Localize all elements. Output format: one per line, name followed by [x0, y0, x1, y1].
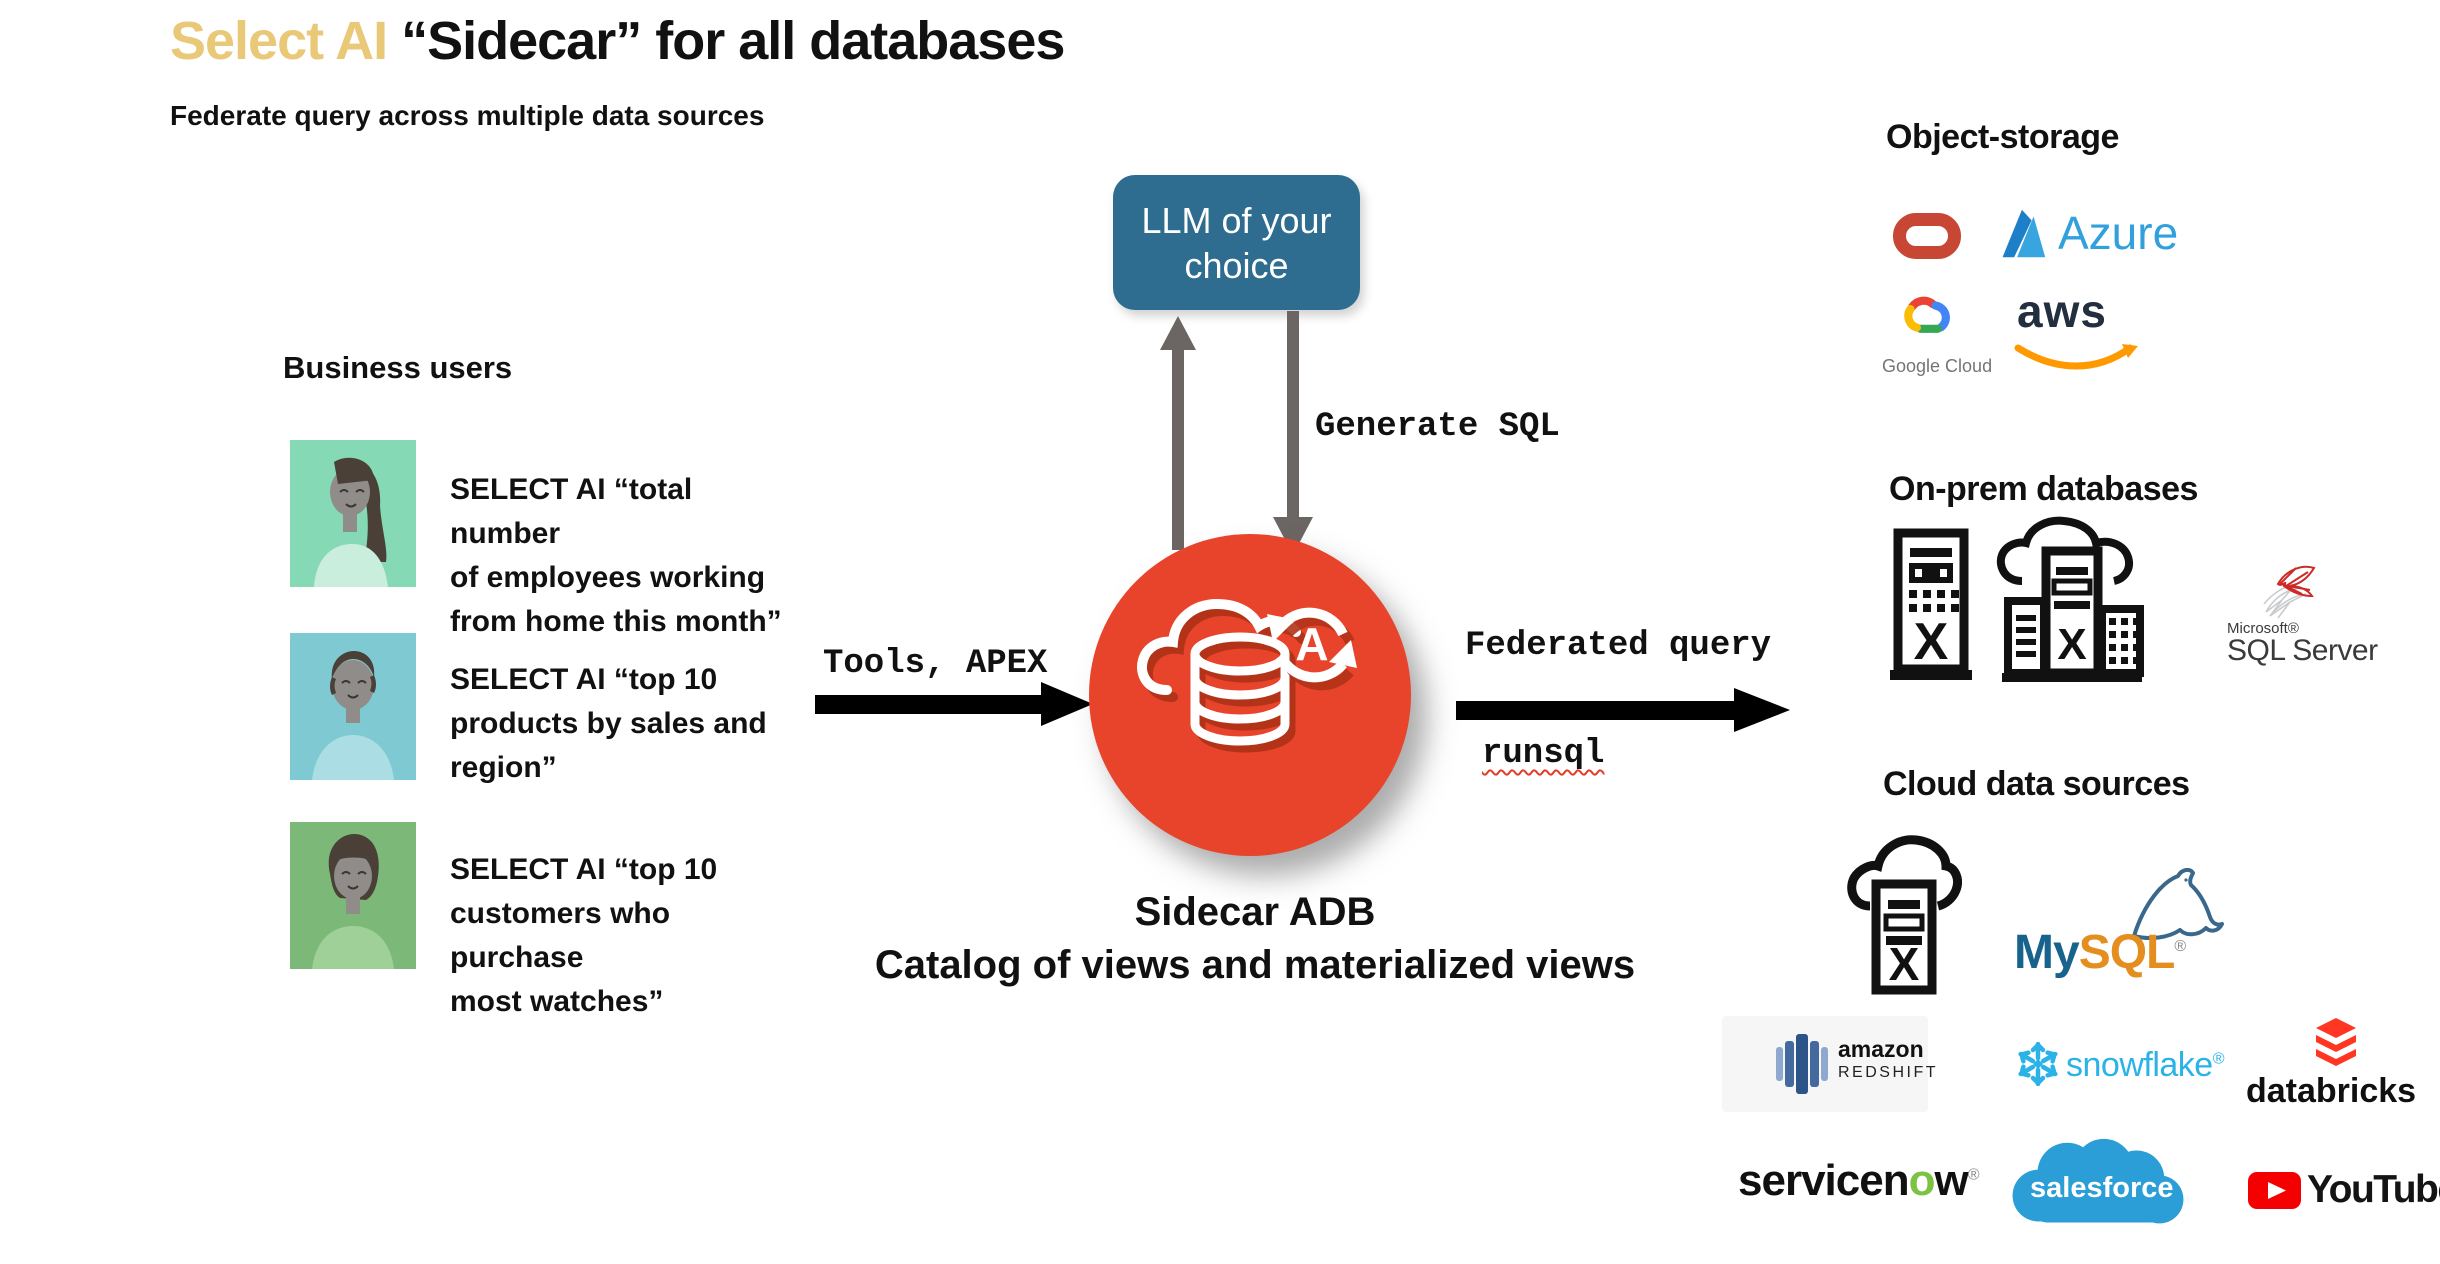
cloud-sources-heading: Cloud data sources [1883, 765, 2190, 803]
federated-query-label: Federated query [1465, 627, 1772, 665]
sql-server-label: SQL Server [2227, 634, 2378, 667]
databricks-logo-label: databricks [2246, 1072, 2417, 1110]
microsoft-label: Microsoft® [2227, 620, 2299, 637]
runsql-label: runsql [1482, 735, 1605, 773]
arrow-adb-to-sources-icon [1456, 688, 1790, 732]
object-storage-heading: Object-storage [1886, 118, 2119, 156]
mysql-logo-label: MySQL® [2014, 926, 2186, 979]
azure-logo-label: Azure [2058, 207, 2179, 259]
arrow-down-from-llm-icon [1273, 311, 1313, 555]
aws-logo-label: aws [2017, 285, 2107, 337]
snowflake-logo-icon [2018, 1042, 2058, 1086]
google-cloud-logo-icon [1904, 296, 1950, 333]
tools-apex-label: Tools, APEX [823, 645, 1048, 683]
svg-text:X: X [1889, 938, 1920, 990]
arrow-up-to-llm-icon [1160, 316, 1196, 550]
mysql-dolphin-icon [2132, 868, 2224, 940]
business-user-avatar-2 [290, 633, 416, 780]
snowflake-logo-label: snowflake® [2066, 1046, 2225, 1084]
user-query-1: SELECT AI “total number of employees wor… [450, 473, 782, 638]
business-user-avatar-3 [290, 822, 416, 969]
svg-text:X: X [1914, 613, 1949, 671]
azure-logo-icon [2002, 209, 2046, 258]
amazon-redshift-icon [1776, 1034, 1828, 1094]
youtube-play-icon [2248, 1172, 2301, 1209]
user-query-2: SELECT AI “top 10 products by sales and … [450, 663, 767, 784]
aws-smile-icon [2014, 344, 2138, 370]
title-highlight: Select AI [170, 11, 402, 71]
llm-box: LLM of your choice [1113, 175, 1360, 310]
svg-text:A: A [1295, 618, 1328, 670]
user-query-3: SELECT AI “top 10 customers who purchase… [450, 853, 718, 1018]
youtube-logo-label: YouTube [2307, 1168, 2440, 1211]
google-cloud-logo-label: Google Cloud [1882, 356, 1993, 376]
business-users-heading: Business users [283, 350, 513, 385]
sidecar-adb-subtitle: Catalog of views and materialized views [874, 943, 1636, 987]
databricks-logo-icon [2316, 1018, 2356, 1066]
arrow-tools-to-adb-icon [815, 682, 1093, 726]
salesforce-cloud-icon [2012, 1138, 2184, 1224]
generate-sql-label: Generate SQL [1315, 408, 1560, 446]
cloud-database-server-icon: X [1847, 835, 1962, 995]
oracle-logo-icon [1893, 213, 1961, 259]
redshift-label: REDSHIFT [1838, 1064, 1938, 1081]
business-user-avatar-1 [290, 440, 416, 587]
sidecar-adb-title: Sidecar ADB [1134, 890, 1376, 934]
svg-text:X: X [2057, 620, 2086, 669]
salesforce-logo-label: salesforce [2030, 1172, 2174, 1204]
autonomous-database-icon: A [1137, 598, 1357, 753]
title-rest: “Sidecar” for all databases [401, 11, 1065, 71]
sql-server-swoosh-icon [2263, 565, 2316, 619]
amazon-label: amazon [1838, 1036, 1924, 1062]
cloud-buildings-database-icon: X [1996, 516, 2144, 682]
page-subtitle: Federate query across multiple data sour… [170, 100, 765, 131]
page-title: Select AI “Sidecar” for all databases [170, 10, 1065, 72]
exadata-server-icon: X [1890, 528, 1972, 680]
onprem-heading: On-prem databases [1889, 470, 2198, 508]
servicenow-logo-label: servicenow® [1738, 1156, 1979, 1205]
